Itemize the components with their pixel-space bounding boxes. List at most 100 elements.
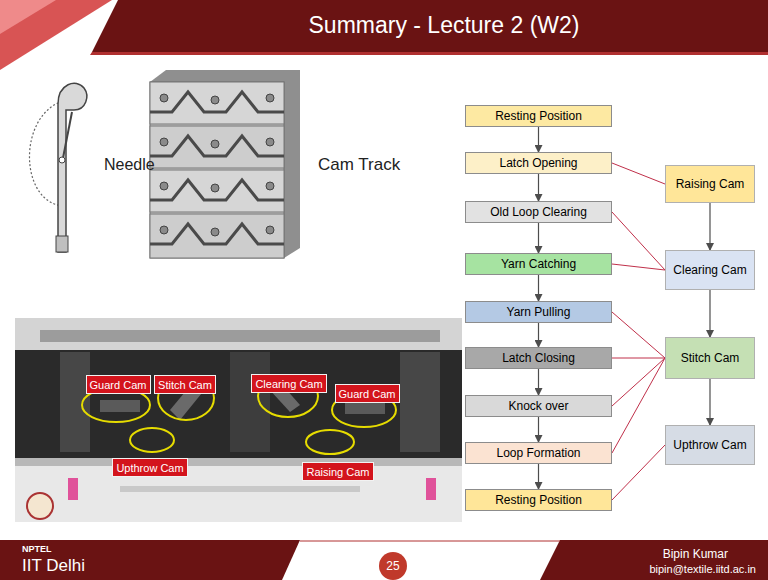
flow-arrow [538,417,539,442]
cam-track-drawing-part [211,96,219,104]
cam-track-drawing-part [266,182,274,190]
header-bar-part [0,0,56,34]
node-text: Resting Position [495,493,582,507]
machine-photo-part [27,493,53,519]
link-line [612,358,665,453]
callout-tag: Raising Cam [302,462,374,481]
cam-track-drawing-part [150,70,300,258]
node-text: Stitch Cam [681,351,740,365]
link-line [612,445,665,500]
cam-track-drawing-part [266,138,274,146]
process-box: Latch Opening [465,152,612,174]
node-text: Loop Formation [496,446,580,460]
needle-drawing-part [63,112,72,158]
link-line [612,212,665,270]
machine-photo-part [400,352,440,452]
machine-photo-part [68,478,78,500]
node-text: Knock over [508,399,568,413]
process-box: Resting Position [465,489,612,511]
node-text: Resting Position [495,109,582,123]
cam-track-drawing-part [150,82,284,124]
callout-tag: Guard Cam [335,384,400,403]
footer-bar-part [0,540,300,580]
cam-track-drawing-part [150,170,284,212]
callout-tag: Guard Cam [86,375,151,394]
cam-track-drawing-part [150,136,284,156]
flow-arrow [538,275,539,301]
machine-photo-part [100,400,140,412]
process-box: Knock over [465,395,612,417]
cam-track-drawing-part [150,180,284,200]
node-text: Old Loop Clearing [490,205,587,219]
needle-drawing [29,83,86,252]
cam-track-drawing-part [211,184,219,192]
cam-track-drawing-part [150,126,284,168]
node-text: Clearing Cam [673,263,746,277]
node-text: Clearing Cam [255,378,322,390]
text-label: NPTEL [22,544,52,554]
footer-bar-part [540,540,768,580]
cam-box: Clearing Cam [665,250,755,290]
text-label: Bipin Kumar [663,547,728,561]
link-line [612,358,665,406]
machine-photo-part [15,318,462,522]
flow-arrow [538,464,539,489]
callout-tag: Clearing Cam [251,374,327,393]
machine-photo-part [426,478,436,500]
machine-photo-part [306,430,354,454]
process-box: Yarn Pulling [465,301,612,323]
cam-track-drawing-part [150,82,284,258]
cam-track-drawing-part [160,226,168,234]
cam-track-drawing-part [211,140,219,148]
cam-track-drawing [150,70,300,258]
flow-arrow [538,369,539,395]
callout-tag: Upthrow Cam [112,458,188,477]
text-label: IIT Delhi [22,556,85,576]
machine-photo-part [15,466,462,522]
cam-box: Upthrow Cam [665,425,755,465]
node-text: Upthrow Cam [116,462,183,474]
machine-photo [15,318,462,522]
node-text: Yarn Catching [501,257,576,271]
cam-track-drawing-part [150,214,284,258]
link-line [612,312,665,358]
cam-track-drawing-part [150,92,284,112]
cam-track-drawing-part [160,138,168,146]
flow-arrow [709,203,710,250]
header-bar-part [90,52,768,55]
machine-photo-part [230,352,270,452]
header-bar [0,0,768,70]
flow-arrow [538,127,539,152]
text-label: bipin@textile.iitd.ac.in [649,563,756,575]
machine-photo-part [40,330,440,342]
process-box: Loop Formation [465,442,612,464]
needle-drawing-part [58,83,87,252]
node-text: Upthrow Cam [673,438,746,452]
machine-photo-part [158,376,214,420]
header-bar-part [92,0,768,52]
node-text: Latch Closing [502,351,575,365]
link-line [612,163,665,184]
cam-box: Raising Cam [665,165,755,203]
node-text: Raising Cam [676,177,745,191]
cam-track-drawing-part [160,182,168,190]
node-text: Yarn Pulling [507,305,571,319]
callout-tag: Stitch Cam [154,375,216,394]
flow-arrow [538,223,539,253]
cam-box: Stitch Cam [665,337,755,379]
link-line [612,358,665,359]
footer-bar [0,540,768,580]
machine-photo-part [15,318,462,350]
node-text: 25 [386,559,399,573]
process-box: Resting Position [465,105,612,127]
node-text: Stitch Cam [158,379,212,391]
cam-track-drawing-part [266,94,274,102]
process-box: Yarn Catching [465,253,612,275]
machine-photo-part [120,486,360,492]
node-text: Raising Cam [307,466,370,478]
needle-drawing-part [56,236,68,252]
flow-arrow [538,323,539,347]
machine-photo-part [60,352,90,452]
link-line [612,264,665,270]
